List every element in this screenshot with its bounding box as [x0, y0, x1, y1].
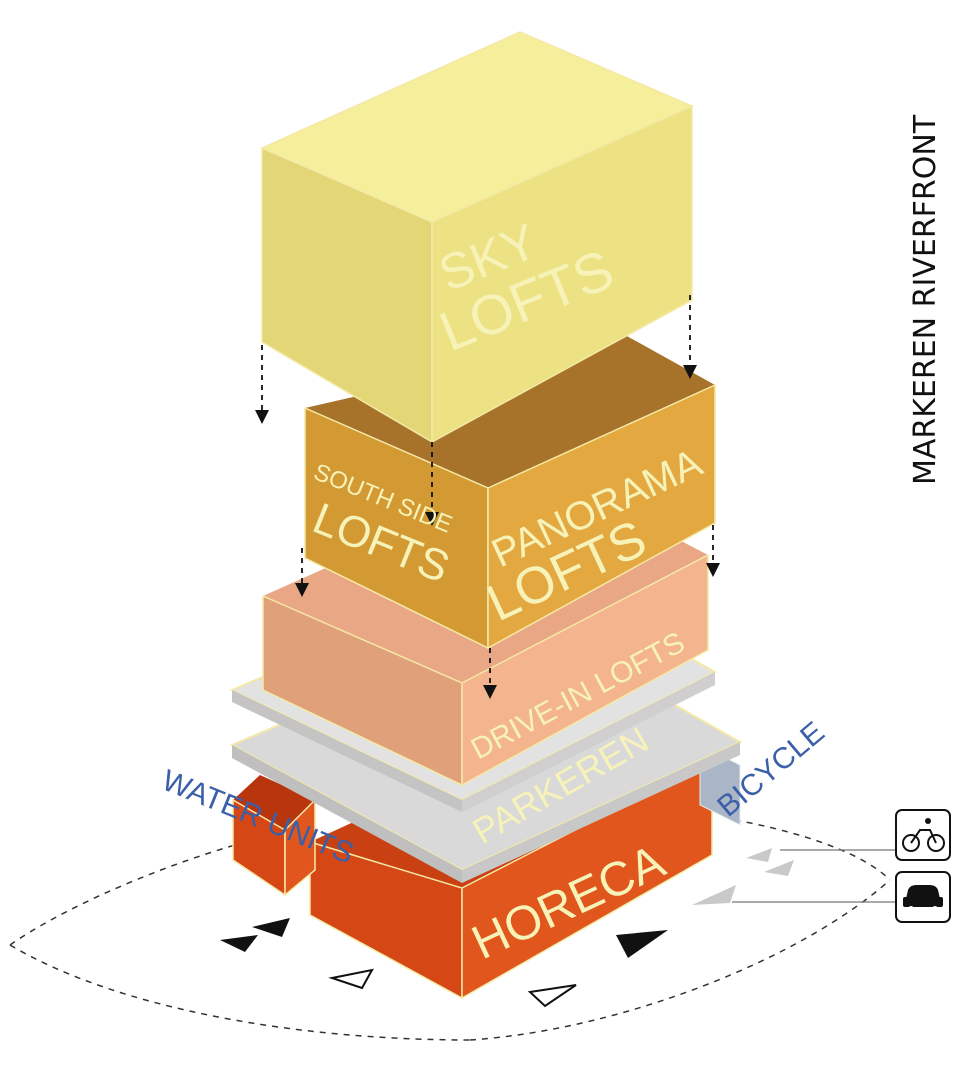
- flow-arrow: [220, 935, 258, 952]
- sky-lofts-block: [260, 31, 694, 444]
- flow-arrow: [328, 968, 374, 990]
- vehicle-flow-arrows: [692, 848, 794, 905]
- bicycle-icon: [895, 809, 951, 861]
- flow-arrow: [527, 984, 577, 1008]
- panorama-lofts-block: [304, 335, 716, 650]
- pedestrian-flow-arrows: [220, 918, 668, 1008]
- water-units-block: [232, 775, 316, 897]
- car-icon: [895, 871, 951, 923]
- flow-arrow: [746, 848, 772, 862]
- arrow-heads: [255, 365, 720, 699]
- flow-arrow: [252, 918, 290, 937]
- page-title: MARKEREN RIVERFRONT: [908, 114, 943, 485]
- flow-arrow: [692, 885, 736, 905]
- flow-arrow: [616, 930, 668, 958]
- site-outline-dashed: [9, 819, 891, 1041]
- flow-arrow: [764, 860, 794, 876]
- drop-arrows: [261, 295, 714, 685]
